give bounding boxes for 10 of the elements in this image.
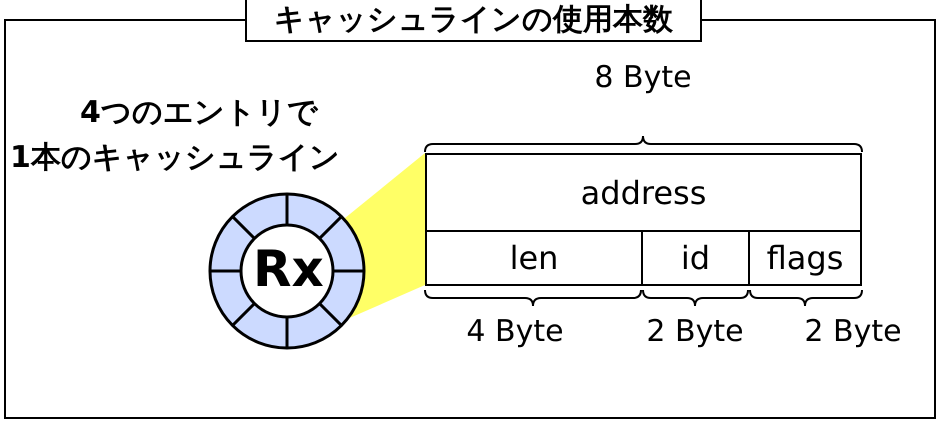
field-label: len bbox=[425, 230, 643, 286]
field-label: flags bbox=[748, 230, 862, 286]
field-label: address bbox=[425, 153, 862, 232]
caption-text: 4つのエントリで bbox=[80, 94, 320, 132]
size-label: 2 Byte bbox=[645, 313, 745, 351]
size-label: 2 Byte bbox=[803, 313, 903, 351]
title-box: キャッシュラインの使用本数 bbox=[245, 0, 702, 42]
size-label: 8 Byte bbox=[593, 59, 693, 97]
size-label: 4 Byte bbox=[465, 313, 565, 351]
caption-text: 1本のキャッシュライン bbox=[10, 139, 341, 177]
